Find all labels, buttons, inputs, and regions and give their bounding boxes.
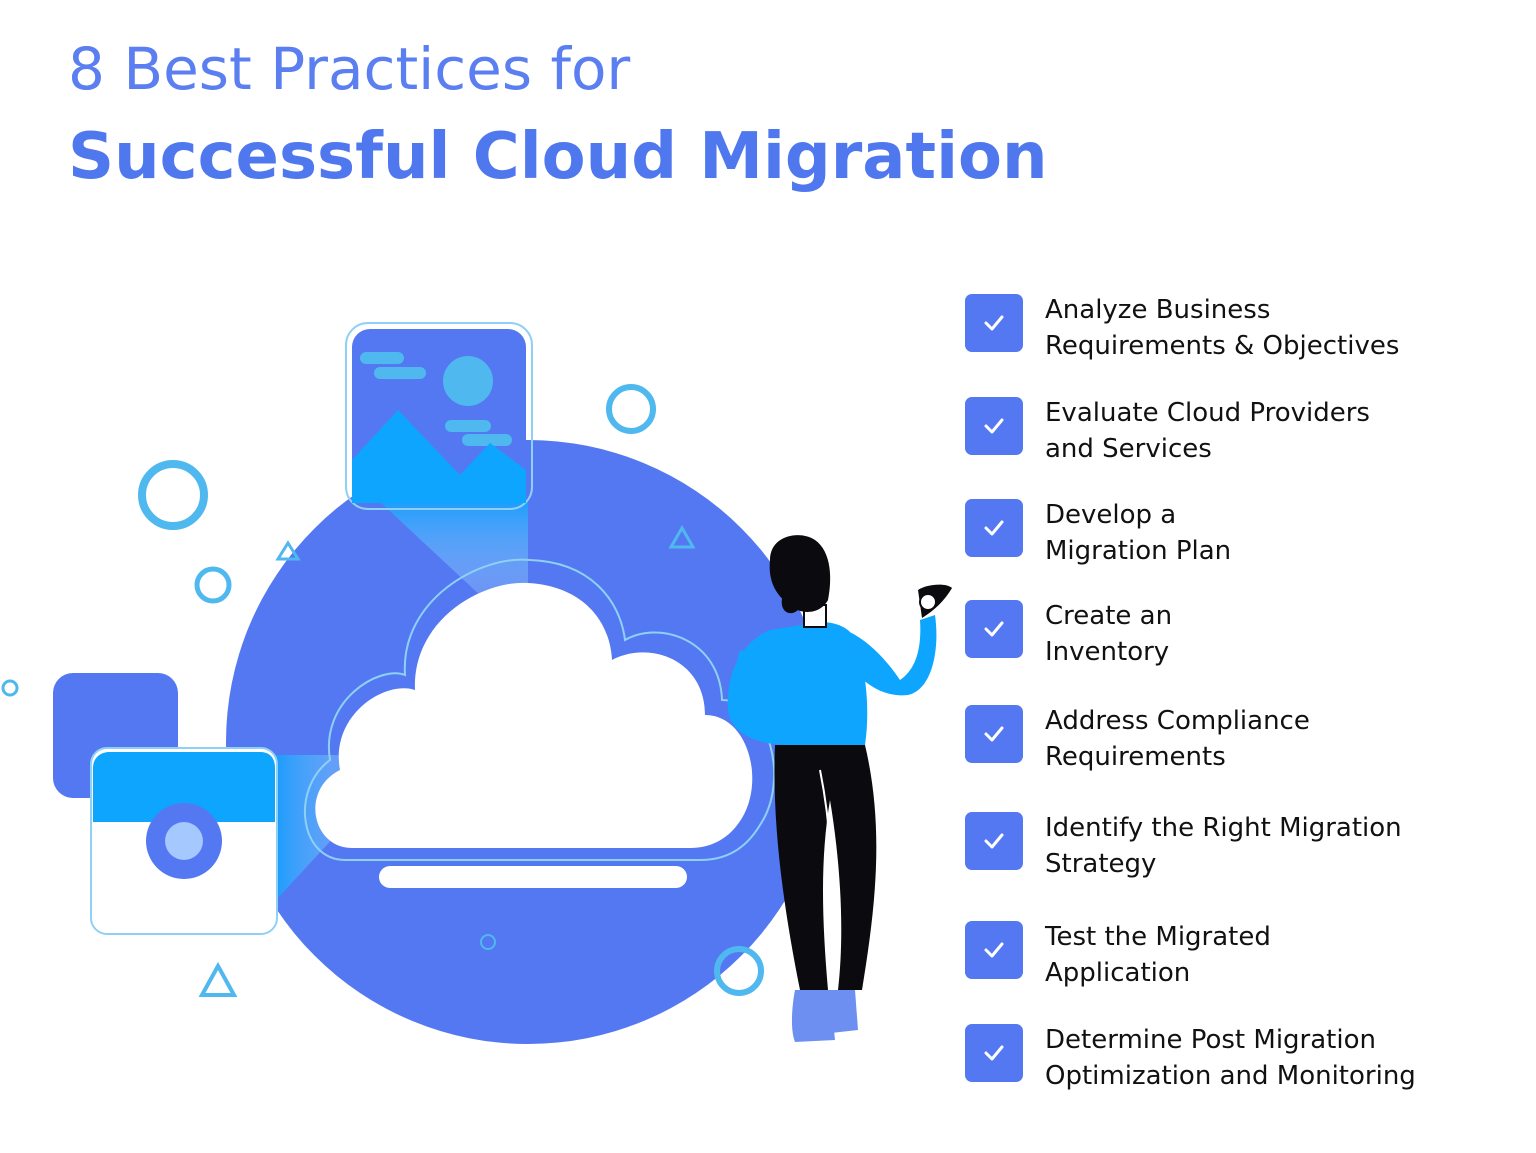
triangle-icon: [668, 525, 696, 549]
checkbox: [965, 600, 1023, 658]
list-item: Develop a Migration Plan: [965, 497, 1525, 577]
ring-icon: [480, 934, 496, 950]
image-icon: [345, 322, 533, 510]
check-icon: [984, 418, 1004, 434]
checkbox: [965, 397, 1023, 455]
list-item: Identify the Right Migration Strategy: [965, 810, 1525, 890]
practice-text: Analyze Business Requirements & Objectiv…: [1045, 295, 1400, 361]
triangle-icon: [275, 540, 301, 561]
cloud-outline: [304, 558, 776, 861]
checkbox: [965, 1024, 1023, 1082]
camera-icon: [53, 673, 278, 935]
checkbox: [965, 812, 1023, 870]
checkbox: [965, 705, 1023, 763]
checkbox: [965, 499, 1023, 557]
ring-icon: [606, 384, 656, 434]
practice-text: Address Compliance Requirements: [1045, 706, 1310, 772]
check-icon: [984, 833, 1004, 849]
check-icon: [984, 942, 1004, 958]
title-line-2: Successful Cloud Migration: [68, 120, 1048, 194]
ring-icon: [194, 566, 232, 604]
checkbox: [965, 294, 1023, 352]
list-item: Analyze Business Requirements & Objectiv…: [965, 292, 1525, 372]
cloud-migration-illustration: [1, 322, 952, 1044]
practice-text: Develop a Migration Plan: [1045, 500, 1232, 566]
title-line-1: 8 Best Practices for: [68, 35, 631, 103]
cloud-icon: [315, 582, 753, 848]
practice-text: Create an Inventory: [1045, 601, 1173, 667]
check-icon: [984, 726, 1004, 742]
person-figure: [727, 535, 952, 1042]
list-item: Address Compliance Requirements: [965, 703, 1525, 783]
check-icon: [984, 1045, 1004, 1061]
progress-bar: [379, 866, 687, 888]
check-icon: [984, 315, 1004, 331]
ring-icon: [714, 946, 764, 996]
practice-text: Test the Migrated Application: [1045, 922, 1271, 988]
list-item: Determine Post Migration Optimization an…: [965, 1022, 1525, 1102]
practice-text: Identify the Right Migration Strategy: [1045, 813, 1402, 879]
check-icon: [984, 520, 1004, 536]
checkbox: [965, 921, 1023, 979]
practice-text: Evaluate Cloud Providers and Services: [1045, 398, 1370, 464]
list-item: Test the Migrated Application: [965, 919, 1525, 999]
triangle-icon: [198, 961, 238, 997]
list-item: Create an Inventory: [965, 598, 1525, 678]
list-item: Evaluate Cloud Providers and Services: [965, 395, 1525, 475]
check-icon: [984, 621, 1004, 637]
practice-text: Determine Post Migration Optimization an…: [1045, 1025, 1416, 1091]
ring-icon: [1, 679, 19, 697]
ring-icon: [138, 460, 208, 530]
